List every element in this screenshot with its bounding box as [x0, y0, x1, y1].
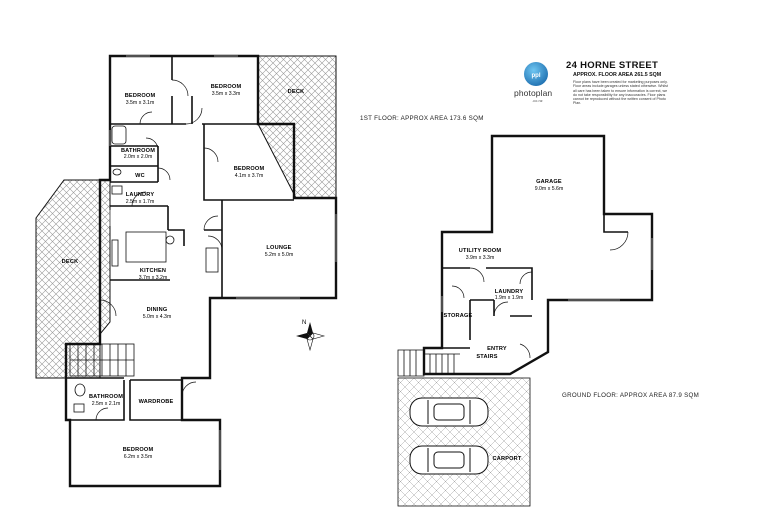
car-icon — [409, 397, 489, 427]
room-laundry-1-name: LAUNDRY — [126, 192, 155, 198]
room-lounge-dim: 5.2m x 5.0m — [265, 252, 294, 258]
deck-top-area — [257, 55, 337, 199]
deck-left-area — [35, 179, 111, 379]
room-utility-name: UTILITY ROOM — [459, 248, 502, 254]
room-bedroom-4-dim: 6.2m x 3.5m — [124, 454, 153, 460]
room-bedroom-3-name: BEDROOM — [234, 166, 265, 172]
disclaimer-text: Floor plans have been created for market… — [573, 80, 668, 106]
ground-floor-interior-walls — [442, 214, 628, 349]
property-address: 24 HORNE STREET — [566, 60, 659, 71]
room-utility-dim: 3.9m x 3.3m — [466, 255, 495, 261]
compass-rose: N — [296, 320, 326, 352]
room-bedroom-2-dim: 3.5m x 3.3m — [212, 91, 241, 97]
room-carport-name: CARPORT — [492, 456, 521, 462]
room-lounge-name: LOUNGE — [266, 245, 291, 251]
room-bedroom-2-name: BEDROOM — [211, 84, 242, 90]
photoplan-logo-icon: ppl — [524, 62, 548, 86]
logo-domain: .co.nz — [532, 98, 543, 103]
ground-floor-area-label: GROUND FLOOR: APPROX AREA 87.9 SQM — [562, 392, 700, 399]
compass-north-label: N — [302, 320, 306, 326]
room-bedroom-3-dim: 4.1m x 3.7m — [235, 173, 264, 179]
car-icon-2 — [409, 445, 489, 475]
room-wc-name: WC — [135, 173, 145, 179]
total-floor-area: APPROX. FLOOR AREA 261.5 SQM — [573, 72, 662, 78]
room-bedroom-4-name: BEDROOM — [123, 447, 154, 453]
room-laundry-1-dim: 2.5m x 1.7m — [126, 199, 155, 205]
room-bedroom-1-name: BEDROOM — [125, 93, 156, 99]
room-labels: BEDROOM 3.5m x 3.1m BEDROOM 3.5m x 3.3m … — [62, 84, 564, 462]
first-floor-stairs — [69, 343, 135, 377]
room-stairs-name: STAIRS — [476, 354, 497, 360]
ground-floor-doors — [451, 231, 629, 359]
room-garage-dim: 9.0m x 5.6m — [535, 186, 564, 192]
room-wardrobe-name: WARDROBE — [139, 399, 174, 405]
first-floor-doors — [95, 79, 223, 421]
room-bathroom-2-name: BATHROOM — [89, 394, 123, 400]
room-laundry-2-dim: 1.9m x 1.9m — [495, 295, 524, 301]
first-floor-interior-walls — [66, 56, 294, 421]
first-floor-area-label: 1ST FLOOR: APPROX AREA 173.6 SQM — [360, 115, 484, 122]
room-deck-top-name: DECK — [288, 89, 305, 95]
logo-wordmark: photoplan — [514, 88, 553, 98]
logo-mark-text: ppl — [532, 73, 541, 79]
room-garage-name: GARAGE — [536, 179, 562, 185]
first-floor-fixtures — [73, 125, 219, 413]
room-storage-name: STORAGE — [444, 313, 473, 319]
room-deck-left-name: DECK — [62, 259, 79, 265]
room-bathroom-2-dim: 2.5m x 2.1m — [92, 401, 121, 407]
room-laundry-2-name: LAUNDRY — [495, 289, 524, 295]
ground-floor-stairs — [397, 349, 460, 377]
ground-floor-outline — [422, 134, 654, 376]
room-kitchen-dim: 3.7m x 3.2m — [139, 275, 168, 281]
room-bathroom-1-name: BATHROOM — [121, 148, 155, 154]
room-kitchen-name: KITCHEN — [140, 268, 166, 274]
ground-floor-windows — [441, 238, 653, 312]
carport-area — [397, 377, 531, 507]
room-entry-name: ENTRY — [487, 346, 507, 352]
room-dining-name: DINING — [147, 307, 168, 313]
room-dining-dim: 5.0m x 4.3m — [143, 314, 172, 320]
room-bedroom-1-dim: 3.5m x 3.1m — [126, 100, 155, 106]
room-bathroom-1-dim: 2.0m x 2.0m — [124, 154, 153, 160]
first-floor-windows — [109, 55, 337, 470]
